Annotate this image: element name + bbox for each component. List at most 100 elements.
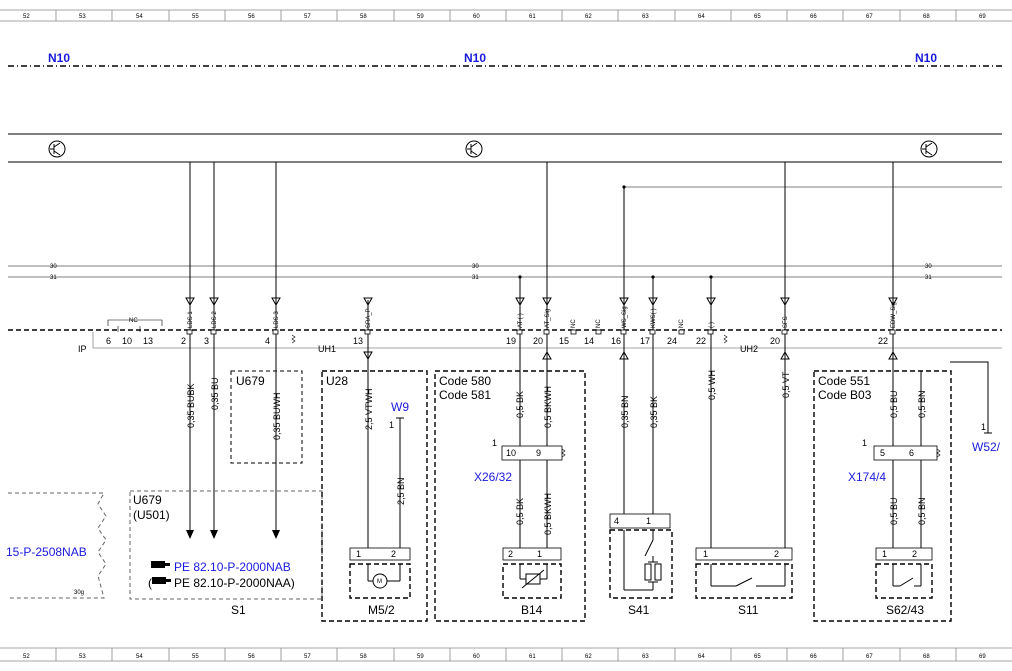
grid-column-label: 61: [529, 14, 536, 20]
pin-label: 1: [646, 516, 651, 526]
signal-label: NC: [679, 319, 685, 328]
wire-label: 0,5 BKWH: [543, 386, 553, 428]
reference-small-label: 30g: [74, 590, 84, 596]
pin-label: 1: [882, 549, 887, 559]
grid-column-label: 65: [754, 654, 761, 660]
pin-label: 5: [880, 448, 885, 458]
grid-column-label: 61: [529, 654, 536, 660]
grid-column-label: 66: [810, 654, 817, 660]
pin-label: 9: [536, 448, 541, 458]
wire-label: 0,5 BN: [917, 390, 927, 418]
transistor-icon: [48, 140, 66, 158]
grid-column-label: 67: [866, 14, 873, 20]
pin-label: 1: [492, 438, 497, 448]
grid-column-label: 59: [417, 654, 424, 660]
pin-markers: [186, 329, 896, 335]
grid-column-label: 56: [248, 654, 255, 660]
connector-uh2-label: UH2: [740, 344, 758, 354]
wire-label: 0,5 VT: [781, 371, 791, 398]
hand-pointer-icon: [151, 561, 170, 568]
pin-label: 20: [770, 336, 780, 346]
transistor-icon: [465, 140, 483, 158]
pin-label: 17: [640, 336, 650, 346]
grid-column-label: 55: [192, 14, 199, 20]
grid-column-label: 64: [698, 654, 705, 660]
signal-label: NC: [571, 319, 577, 328]
pin-label: 15: [559, 336, 569, 346]
connector-ref-x26-32[interactable]: X26/32: [474, 470, 512, 484]
connector-uh1-label: UH1: [318, 344, 336, 354]
grid-column-label: 65: [754, 14, 761, 20]
grid-column-label: 60: [473, 14, 480, 20]
code-label: U679: [236, 374, 265, 388]
signal-label: AT (-): [518, 313, 524, 328]
shield-icon: [723, 334, 728, 344]
bus-30-label: 30: [50, 264, 57, 270]
pin-label: 1: [537, 549, 542, 559]
bus-31-label: 31: [472, 275, 479, 281]
module-label-right: N10: [915, 51, 937, 65]
connector-ref-x174-4[interactable]: X174/4: [848, 470, 886, 484]
grid-column-label: 62: [585, 654, 592, 660]
reference-link-pe-nab[interactable]: PE 82.10-P-2000NAB: [174, 560, 291, 574]
wire-label: 0,5 BKWH: [543, 493, 553, 535]
shield-icon: [561, 448, 566, 458]
grid-column-label: 53: [79, 654, 86, 660]
pin-label: 10: [122, 336, 132, 346]
pin-label: 20: [533, 336, 543, 346]
code-label: Code 551: [818, 374, 870, 388]
code-label: Code 581: [439, 388, 491, 402]
module-label-center: N10: [464, 51, 486, 65]
reference-link-pe-naa[interactable]: PE 82.10-P-2000NAA): [174, 576, 295, 590]
pin-label: 4: [265, 336, 270, 346]
wire-label: 0,35 BU: [210, 377, 220, 410]
grid-column-label: 63: [642, 654, 649, 660]
switch-contact-icon: [644, 539, 654, 557]
grid-column-label: 69: [979, 14, 986, 20]
component-label-s62-43: S62/43: [886, 603, 924, 617]
grid-column-label: 54: [136, 654, 143, 660]
signal-label: KWS(-): [651, 308, 657, 328]
pin-label: 16: [611, 336, 621, 346]
wire-label: 0,5 WH: [707, 370, 717, 400]
grid-column-label: 69: [979, 654, 986, 660]
pin-label: 2: [912, 549, 917, 559]
code-580-box: [434, 370, 586, 622]
shield-icon: [291, 334, 296, 344]
component-label-s1: S1: [231, 603, 246, 617]
signal-label: WS_Sig: [622, 306, 628, 328]
b14-connector: [502, 547, 562, 561]
wire-label: 0,5 BK: [515, 391, 525, 418]
pin-label: 10: [506, 448, 516, 458]
arrow-markers: [186, 530, 280, 539]
resistor-icon: [644, 563, 652, 581]
component-label-s41: S41: [628, 603, 650, 617]
switch-contact-icon: [735, 577, 753, 587]
grid-column-label: 55: [192, 654, 199, 660]
resistor-icon: [654, 563, 662, 581]
pin-label: 3: [204, 336, 209, 346]
pin-label: 2: [508, 549, 513, 559]
wire-label: 0,35 BN: [620, 395, 630, 428]
wire-label: 0,5 BU: [889, 497, 899, 525]
ground-point-w52[interactable]: W52/: [972, 440, 1001, 454]
u679-option-box: [230, 370, 303, 464]
grid-column-label: 52: [23, 654, 30, 660]
wire-label: 0,5 BU: [889, 390, 899, 418]
pin-label: 19: [506, 336, 516, 346]
ground-point-w9[interactable]: W9: [391, 400, 409, 414]
code-label: U28: [326, 374, 348, 388]
grid-column-label: 57: [304, 14, 311, 20]
wire-label: 0,35 BK: [649, 396, 659, 428]
reference-link-left[interactable]: 15-P-2508NAB: [6, 545, 87, 559]
grid-column-label: 58: [360, 654, 367, 660]
connector-ip-label: IP: [78, 344, 87, 354]
grid-column-label: 67: [866, 654, 873, 660]
pin-label: 6: [106, 336, 111, 346]
grid-column-label: 68: [923, 654, 930, 660]
arrow-markers: [185, 297, 898, 361]
s41-switch-box: [609, 529, 673, 599]
grid-column-label: 62: [585, 14, 592, 20]
